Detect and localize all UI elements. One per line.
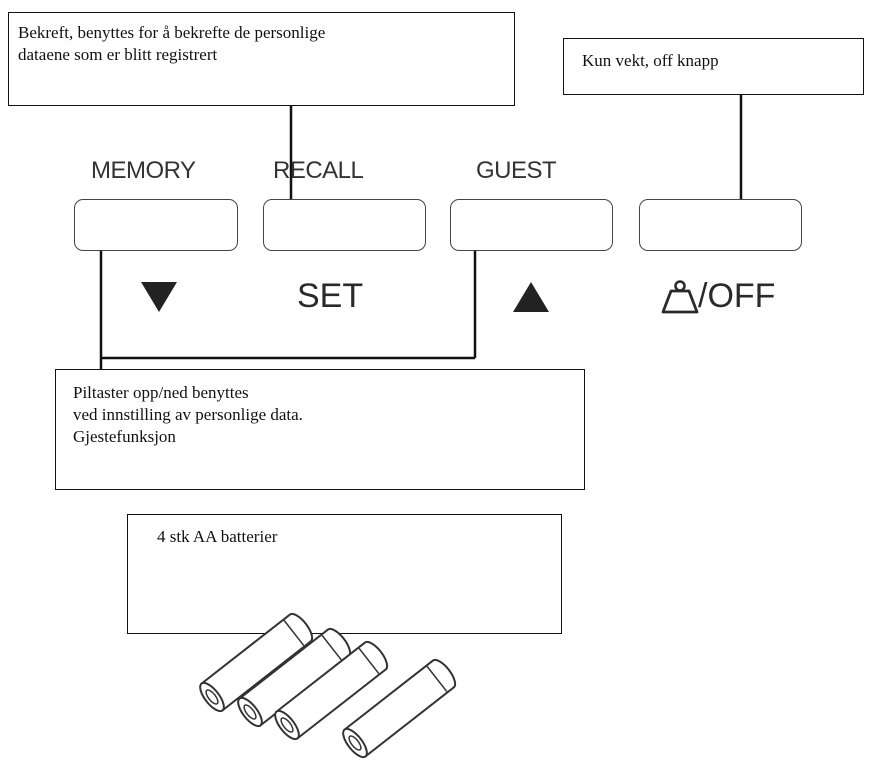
memory-label: MEMORY [91, 157, 196, 184]
callout-battery: 4 stk AA batterier [127, 514, 562, 634]
battery-3 [270, 637, 393, 744]
triangle-up-icon [513, 282, 549, 312]
callout-confirm-line2: dataene som er blitt registrert [18, 45, 218, 64]
weight-icon [661, 280, 699, 314]
callout-confirm-line1: Bekreft, benyttes for å bekrefte de pers… [18, 23, 326, 42]
triangle-down-icon [141, 282, 177, 312]
callout-off: Kun vekt, off knapp [563, 38, 864, 95]
memory-button[interactable] [74, 199, 238, 251]
callout-arrows: Piltaster opp/ned benyttes ved innstilli… [55, 369, 585, 490]
guest-label: GUEST [476, 157, 557, 184]
callout-off-line1: Kun vekt, off knapp [582, 51, 719, 70]
callout-battery-line1: 4 stk AA batterier [157, 527, 278, 546]
off-button[interactable] [639, 199, 802, 251]
off-label: /OFF [698, 277, 776, 315]
set-label: SET [297, 277, 364, 315]
callout-arrows-line3: Gjestefunksjon [73, 427, 176, 446]
guest-button[interactable] [450, 199, 613, 251]
battery-4 [338, 655, 461, 762]
recall-set-button[interactable] [263, 199, 426, 251]
callout-arrows-line1: Piltaster opp/ned benyttes [73, 383, 249, 402]
callout-confirm: Bekreft, benyttes for å bekrefte de pers… [8, 12, 515, 106]
callout-arrows-line2: ved innstilling av personlige data. [73, 405, 303, 424]
recall-label: RECALL [273, 157, 364, 184]
battery-2 [233, 624, 356, 731]
